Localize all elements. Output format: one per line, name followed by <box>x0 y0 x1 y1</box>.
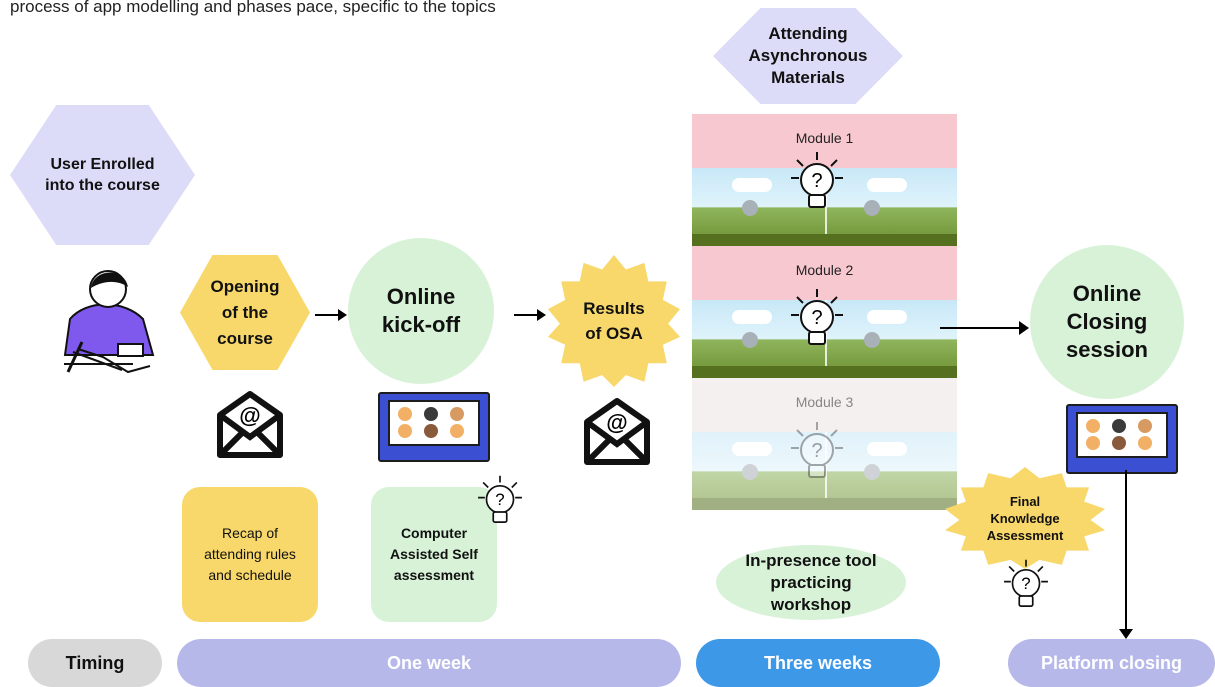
opening-label: Opening of the course <box>210 276 280 348</box>
one-week-pill: One week <box>177 639 681 687</box>
arrow-closing-platform <box>1125 470 1127 632</box>
timing-pill: Timing <box>28 639 162 687</box>
mail-icon: @ <box>584 398 650 465</box>
user-enrolled-label: User Enrolled into the course <box>45 156 160 194</box>
recap-card: Recap of attending rules and schedule <box>182 487 318 622</box>
opening-node: Opening of the course <box>180 255 310 370</box>
self-assessment-label: Computer Assisted Self assessment <box>390 525 478 583</box>
bulb-question-icon: ? <box>478 475 522 523</box>
final-assessment-label: Final Knowledge Assessment <box>986 493 1064 543</box>
attending-label: Attending Asynchronous Materials <box>748 24 868 87</box>
svg-text:@: @ <box>606 410 627 435</box>
video-strip <box>692 432 957 510</box>
person-writing-icon <box>63 270 155 374</box>
svg-text:?: ? <box>811 170 822 192</box>
module-2-label: Module 2 <box>795 262 854 278</box>
arrow-head <box>338 309 347 321</box>
laptop-meeting-icon <box>1066 404 1178 474</box>
workshop-label: In-presence tool practicing workshop <box>745 550 877 614</box>
user-enrolled-node: User Enrolled into the course <box>10 105 195 245</box>
platform-closing-pill: Platform closing <box>1008 639 1215 687</box>
bulb-question-icon: ? <box>791 152 843 208</box>
three-weeks-pill: Three weeks <box>696 639 940 687</box>
bulb-question-icon: ? <box>1004 559 1048 607</box>
mail-icon: @ <box>217 391 283 458</box>
arrow-modules-closing <box>940 327 1020 329</box>
arrow-kickoff-results <box>514 314 538 316</box>
arrow-head <box>537 309 546 321</box>
kickoff-label: Online kick-off <box>381 284 461 337</box>
arrow-opening-kickoff <box>315 314 339 316</box>
self-assessment-card: Computer Assisted Self assessment <box>371 487 497 622</box>
recap-label: Recap of attending rules and schedule <box>204 525 296 583</box>
bulb-question-icon: ? <box>791 289 843 345</box>
module-3-panel: Module 3 <box>692 378 957 510</box>
intro-caption: process of app modelling and phases pace… <box>10 0 496 16</box>
attending-node: Attending Asynchronous Materials <box>713 8 903 104</box>
arrow-head <box>1119 629 1133 639</box>
results-node: Results of OSA <box>548 255 680 387</box>
closing-label: Online Closing session <box>1066 281 1148 362</box>
svg-text:?: ? <box>811 440 822 462</box>
svg-text:@: @ <box>239 403 260 428</box>
arrow-head <box>1019 321 1029 335</box>
module-3-label: Module 3 <box>795 394 854 410</box>
module-2-panel: Module 2 <box>692 246 957 378</box>
kickoff-node: Online kick-off <box>348 238 494 384</box>
workshop-node: In-presence tool practicing workshop <box>716 545 906 620</box>
closing-node: Online Closing session <box>1030 245 1184 399</box>
final-assessment-node: Final Knowledge Assessment <box>945 467 1105 569</box>
platform-closing-label: Platform closing <box>1040 652 1183 673</box>
module-1-label: Module 1 <box>795 130 854 146</box>
svg-text:?: ? <box>495 490 504 509</box>
results-label: Results of OSA <box>583 299 645 343</box>
svg-text:?: ? <box>811 307 822 329</box>
laptop-meeting-icon <box>378 392 490 462</box>
svg-text:?: ? <box>1021 574 1030 593</box>
three-weeks-label: Three weeks <box>763 652 873 673</box>
timing-label: Timing <box>65 652 125 673</box>
one-week-label: One week <box>386 652 472 673</box>
bulb-question-icon: ? <box>791 422 843 478</box>
